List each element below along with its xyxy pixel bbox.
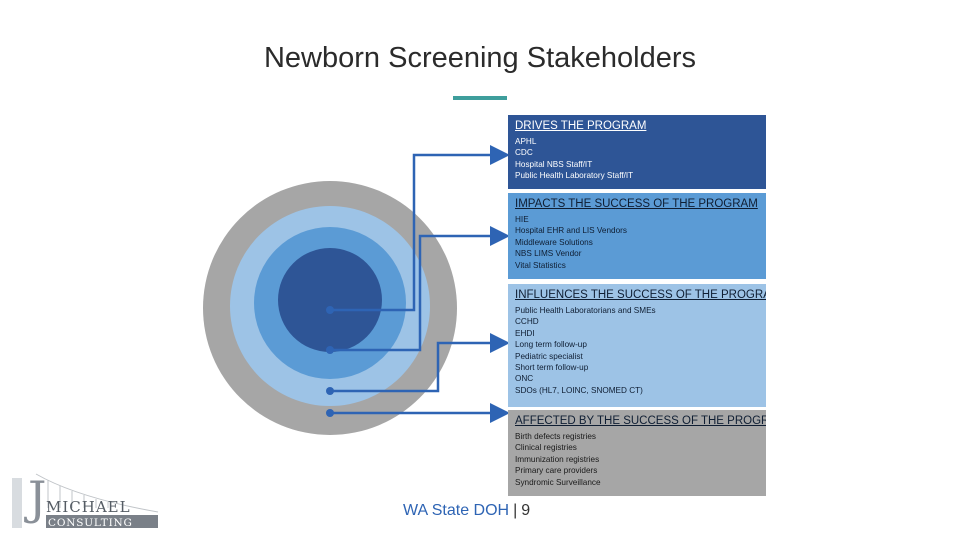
- arrow-dot-influences: [326, 387, 334, 395]
- list-item: Middleware Solutions: [515, 237, 593, 247]
- list-item: Birth defects registries: [515, 432, 596, 441]
- list-item: HIE: [515, 215, 529, 224]
- list-item: Hospital EHR and LIS Vendors: [515, 226, 627, 236]
- panel-list: HIE Hospital EHR and LIS Vendors Middlew…: [515, 214, 760, 271]
- list-item: Clinical registries: [515, 443, 577, 453]
- panel-header: IMPACTS THE SUCCESS OF THE PROGRAM: [515, 198, 758, 210]
- list-item: ONC: [515, 374, 534, 384]
- logo-initial: J: [24, 471, 46, 525]
- j-michael-consulting-logo: J MICHAEL CONSULTING: [12, 471, 159, 529]
- panel-influences-the-success: INFLUENCES THE SUCCESS OF THE PROGRAM Pu…: [508, 284, 766, 407]
- list-item: Short term follow-up: [515, 363, 589, 373]
- panel-drives-the-program: DRIVES THE PROGRAM APHL CDC Hospital NBS…: [508, 115, 766, 189]
- list-item: Long term follow-up: [515, 340, 587, 350]
- footer-separator: |: [513, 502, 518, 519]
- panel-header: DRIVES THE PROGRAM: [515, 120, 647, 132]
- list-item: Immunization registries: [515, 454, 600, 464]
- footer-page-number: 9: [521, 502, 531, 519]
- bridge-cable-icon: [35, 473, 159, 513]
- slide-footer: WA State DOH|9: [403, 502, 530, 520]
- list-item: Hospital NBS Staff/IT: [515, 159, 593, 169]
- panel-impacts-the-success: IMPACTS THE SUCCESS OF THE PROGRAM HIE H…: [508, 193, 766, 279]
- panel-header: AFFECTED BY THE SUCCESS OF THE PROGRAM: [515, 415, 766, 427]
- list-item: Public Health Laboratorians and SMEs: [515, 306, 656, 315]
- core-drives: [278, 248, 382, 352]
- arrow-influences: [330, 333, 510, 393]
- arrow-dot-impacts: [326, 346, 334, 354]
- arrow-dot-drives: [326, 306, 334, 314]
- list-item: APHL: [515, 137, 537, 146]
- panel-affected-by-the-success: AFFECTED BY THE SUCCESS OF THE PROGRAM B…: [508, 410, 766, 496]
- title-underline: [453, 96, 507, 100]
- panel-list: APHL CDC Hospital NBS Staff/IT Public He…: [515, 136, 760, 182]
- list-item: CCHD: [515, 317, 539, 327]
- arrow-drives: [330, 145, 510, 312]
- logo-line1: MICHAEL: [46, 498, 131, 516]
- arrow-dot-affected: [326, 409, 334, 417]
- list-item: Public Health Laboratory Staff/IT: [515, 171, 634, 181]
- list-item: EHDI: [515, 328, 535, 338]
- list-item: Primary care providers: [515, 466, 598, 476]
- panel-header: INFLUENCES THE SUCCESS OF THE PROGRAM: [515, 289, 766, 301]
- bridge-tower-icon: [12, 478, 22, 528]
- arrow-impacts: [330, 226, 510, 352]
- list-item: SDOs (HL7, LOINC, SNOMED CT): [515, 385, 643, 395]
- list-item: CDC: [515, 148, 533, 158]
- logo-line2: CONSULTING: [48, 517, 133, 529]
- list-item: Syndromic Surveillance: [515, 477, 601, 487]
- panel-list: Public Health Laboratorians and SMEs CCH…: [515, 305, 760, 396]
- list-item: Vital Statistics: [515, 260, 566, 270]
- panel-list: Birth defects registries Clinical regist…: [515, 431, 760, 488]
- list-item: NBS LIMS Vendor: [515, 249, 582, 259]
- slide-title: Newborn Screening Stakeholders: [263, 42, 697, 74]
- list-item: Pediatric specialist: [515, 351, 583, 361]
- footer-org: WA State DOH: [403, 502, 510, 519]
